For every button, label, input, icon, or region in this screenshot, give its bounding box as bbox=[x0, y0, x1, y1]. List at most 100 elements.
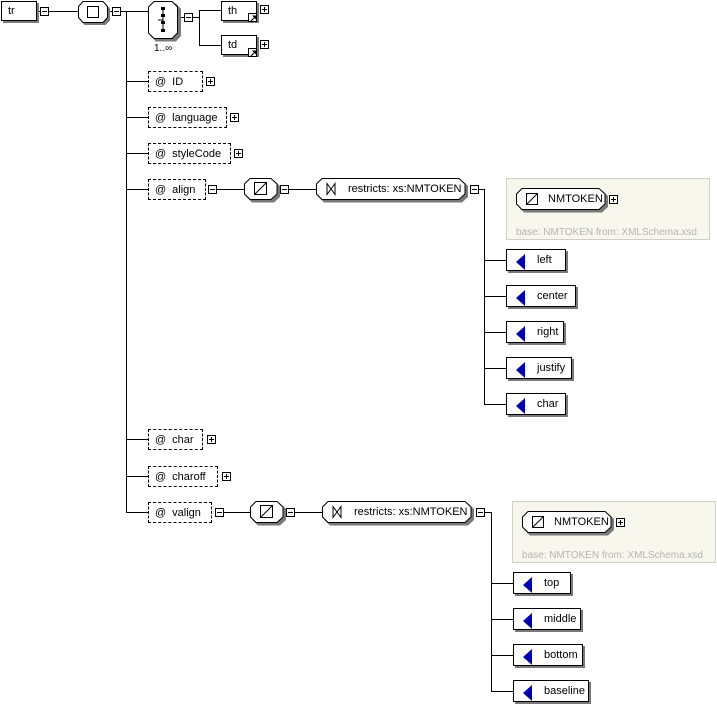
complex-type-node[interactable] bbox=[78, 1, 110, 25]
attribute-charoff[interactable]: @ charoff bbox=[148, 466, 218, 487]
enum-middle[interactable]: middle bbox=[513, 608, 581, 630]
connector bbox=[126, 153, 148, 154]
expand-toggle-icon[interactable] bbox=[616, 518, 625, 527]
connector bbox=[199, 10, 221, 11]
base-type-nmtoken[interactable] bbox=[516, 188, 608, 213]
sequence-compositor[interactable] bbox=[148, 1, 181, 42]
connector bbox=[491, 619, 513, 620]
attribute-stylecode[interactable]: @ styleCode bbox=[148, 143, 231, 164]
attribute-id[interactable]: @ ID bbox=[148, 71, 203, 92]
enum-label: top bbox=[544, 577, 560, 589]
attribute-at-symbol: @ bbox=[155, 433, 167, 446]
connector bbox=[126, 476, 148, 477]
expand-toggle-icon[interactable] bbox=[260, 40, 269, 49]
attribute-stylecode-label: styleCode bbox=[172, 147, 222, 160]
connector bbox=[491, 691, 513, 692]
base-type-nmtoken[interactable] bbox=[522, 511, 614, 536]
attribute-language[interactable]: @ language bbox=[148, 107, 227, 128]
enum-center[interactable]: center bbox=[506, 285, 576, 307]
enumeration-marker-icon bbox=[516, 290, 525, 306]
connector bbox=[484, 404, 506, 405]
element-th-label: th bbox=[228, 5, 238, 17]
connector bbox=[36, 11, 78, 12]
collapse-toggle-icon[interactable] bbox=[40, 7, 49, 16]
collapse-toggle-icon[interactable] bbox=[215, 508, 224, 517]
enumeration-marker-icon bbox=[516, 362, 525, 378]
simple-type-node[interactable] bbox=[250, 501, 286, 526]
connector bbox=[126, 512, 148, 513]
expand-toggle-icon[interactable] bbox=[207, 435, 216, 444]
connector bbox=[126, 439, 148, 440]
enum-justify[interactable]: justify bbox=[506, 357, 572, 379]
main-trunk-line bbox=[126, 11, 127, 512]
connector bbox=[484, 368, 506, 369]
enum-top[interactable]: top bbox=[513, 572, 571, 594]
expand-toggle-icon[interactable] bbox=[206, 77, 215, 86]
expand-toggle-icon[interactable] bbox=[234, 149, 243, 158]
attribute-align-label: align bbox=[172, 183, 196, 196]
reference-arrow-icon bbox=[248, 13, 257, 22]
enum-char[interactable]: char bbox=[506, 393, 566, 415]
collapse-toggle-icon[interactable] bbox=[184, 13, 193, 22]
enumeration-marker-icon bbox=[516, 398, 525, 414]
expand-toggle-icon[interactable] bbox=[609, 195, 618, 204]
element-tr[interactable]: tr bbox=[1, 1, 37, 21]
attribute-at-symbol: @ bbox=[155, 183, 167, 196]
enum-right[interactable]: right bbox=[506, 321, 564, 343]
enum-baseline[interactable]: baseline bbox=[513, 680, 589, 702]
attribute-valign[interactable]: @ valign bbox=[148, 502, 212, 523]
restriction-node-valign[interactable] bbox=[322, 501, 474, 526]
attribute-at-symbol: @ bbox=[155, 470, 167, 483]
connector bbox=[199, 45, 221, 46]
enum-label: right bbox=[537, 326, 559, 338]
restriction-label: restricts: xs:NMTOKEN bbox=[354, 506, 468, 518]
enumeration-marker-icon bbox=[523, 577, 532, 593]
collapse-toggle-icon[interactable] bbox=[476, 508, 485, 517]
sequence-occurrence: 1..∞ bbox=[154, 43, 173, 54]
attribute-id-label: ID bbox=[172, 75, 184, 88]
enum-label: center bbox=[537, 290, 568, 302]
enumeration-marker-icon bbox=[523, 613, 532, 629]
connector bbox=[126, 81, 148, 82]
reference-arrow-icon bbox=[248, 48, 257, 57]
expand-toggle-icon[interactable] bbox=[230, 113, 239, 122]
base-type-label: NMTOKEN bbox=[554, 516, 609, 528]
connector bbox=[484, 189, 485, 405]
attribute-char[interactable]: @ char bbox=[148, 429, 203, 450]
enum-label: bottom bbox=[544, 649, 578, 661]
base-type-note: base: NMTOKEN from: XMLSchema.xsd bbox=[516, 227, 697, 238]
connector bbox=[484, 260, 506, 261]
attribute-align[interactable]: @ align bbox=[148, 179, 206, 200]
enum-left[interactable]: left bbox=[506, 249, 566, 271]
expand-toggle-icon[interactable] bbox=[260, 5, 269, 14]
element-td-label: td bbox=[228, 39, 238, 51]
attribute-valign-label: valign bbox=[172, 506, 201, 519]
enumeration-marker-icon bbox=[516, 326, 525, 342]
attribute-at-symbol: @ bbox=[155, 147, 167, 160]
collapse-toggle-icon[interactable] bbox=[280, 185, 289, 194]
collapse-toggle-icon[interactable] bbox=[286, 508, 295, 517]
enum-label: middle bbox=[544, 613, 577, 625]
attribute-char-label: char bbox=[172, 433, 194, 446]
attribute-charoff-label: charoff bbox=[172, 470, 206, 483]
collapse-toggle-icon[interactable] bbox=[470, 185, 479, 194]
connector bbox=[491, 512, 492, 692]
connector bbox=[126, 189, 148, 190]
restriction-label: restricts: xs:NMTOKEN bbox=[348, 183, 462, 195]
connector bbox=[220, 512, 250, 513]
collapse-toggle-icon[interactable] bbox=[112, 7, 121, 16]
restriction-node-align[interactable] bbox=[316, 178, 468, 203]
enum-label: left bbox=[537, 254, 552, 266]
attribute-language-label: language bbox=[172, 111, 218, 124]
enum-bottom[interactable]: bottom bbox=[513, 644, 583, 666]
expand-toggle-icon[interactable] bbox=[222, 472, 231, 481]
attribute-at-symbol: @ bbox=[155, 111, 167, 124]
enumeration-marker-icon bbox=[523, 685, 532, 701]
collapse-toggle-icon[interactable] bbox=[208, 185, 217, 194]
attribute-at-symbol: @ bbox=[155, 75, 167, 88]
connector bbox=[199, 10, 200, 46]
connector bbox=[491, 583, 513, 584]
simple-type-node[interactable] bbox=[244, 178, 280, 203]
connector bbox=[108, 11, 148, 12]
connector bbox=[212, 189, 244, 190]
